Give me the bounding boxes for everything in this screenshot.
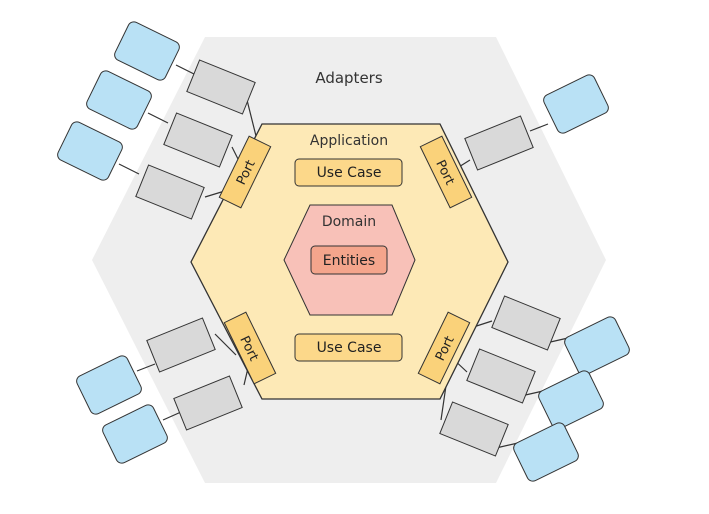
port-top-right: Port xyxy=(419,135,473,209)
external-actor-bottom-left-2 xyxy=(102,404,168,464)
domain-label: Domain xyxy=(322,214,376,230)
adapter-box-bottom-right-3 xyxy=(439,401,509,457)
use-case-bottom-box: Use Case xyxy=(294,333,403,362)
external-actor-top-left-2 xyxy=(86,70,152,130)
external-actor-bottom-right-2 xyxy=(538,370,604,430)
external-actor-top-left-1 xyxy=(114,21,180,81)
external-actor-top-right xyxy=(543,74,609,134)
adapters-label: Adapters xyxy=(315,69,383,87)
use-case-bottom-label: Use Case xyxy=(317,340,382,356)
entities-label: Entities xyxy=(323,253,375,269)
external-actor-top-left-3 xyxy=(57,121,123,181)
use-case-top-box: Use Case xyxy=(294,158,403,187)
adapter-box-bottom-right-2 xyxy=(466,348,536,404)
entities-box: Entities xyxy=(310,245,388,275)
adapter-box-bottom-right-1 xyxy=(491,295,561,351)
external-actor-bottom-right-1 xyxy=(564,316,630,376)
adapter-box-top-left-2 xyxy=(163,112,233,168)
adapter-box-bottom-left-2 xyxy=(173,375,243,431)
adapter-box-bottom-left-1 xyxy=(146,317,216,373)
adapter-box-top-left-3 xyxy=(135,164,205,220)
external-actor-bottom-left-1 xyxy=(76,355,142,415)
adapter-box-top-right xyxy=(464,115,534,171)
application-label: Application xyxy=(310,133,388,149)
adapter-box-top-left-1 xyxy=(186,59,256,115)
external-actor-bottom-right-3 xyxy=(513,422,579,482)
use-case-top-label: Use Case xyxy=(317,165,382,181)
